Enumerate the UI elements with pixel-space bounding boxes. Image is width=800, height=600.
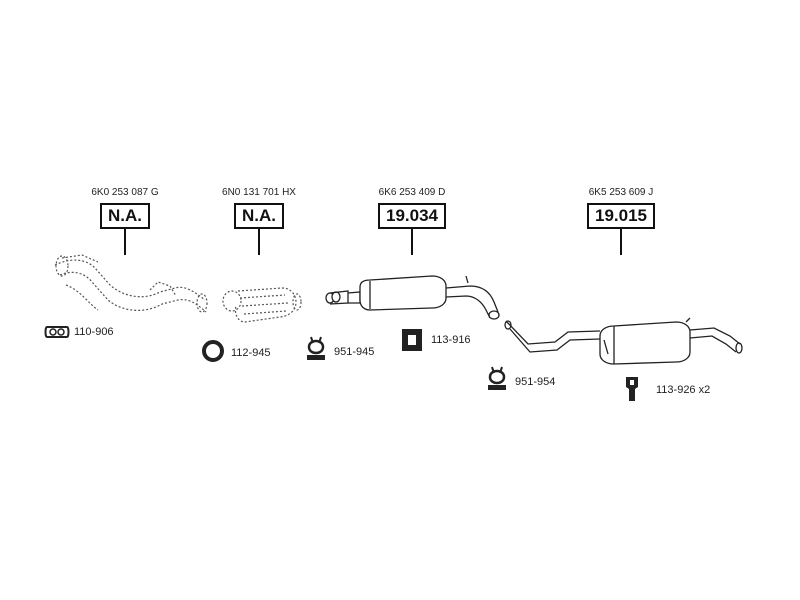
rubber-mount-icon[interactable] xyxy=(399,326,425,354)
oem-number-front-pipe: 6K0 253 087 G xyxy=(91,187,159,198)
leader-line-middle-silencer xyxy=(411,229,413,255)
accessory-code-951-945: 951-945 xyxy=(334,346,375,358)
catalytic-converter-icon[interactable] xyxy=(222,287,302,323)
accessory-code-113-926: 113-926 x2 xyxy=(656,384,711,396)
leader-line-front-pipe xyxy=(124,229,126,255)
clamp-icon[interactable] xyxy=(303,333,329,363)
leader-line-rear-silencer xyxy=(620,229,622,255)
accessory-code-951-954: 951-954 xyxy=(515,376,556,388)
front-pipe-icon[interactable] xyxy=(54,254,208,313)
rear-silencer-icon[interactable] xyxy=(504,317,743,365)
accessory-code-113-916: 113-916 xyxy=(431,334,471,346)
leader-line-catalyst xyxy=(258,229,260,255)
part-ref-box-front-pipe[interactable]: N.A. xyxy=(100,203,150,229)
part-ref-box-rear-silencer[interactable]: 19.015 xyxy=(587,203,655,229)
ring-gasket-icon[interactable] xyxy=(201,339,225,363)
accessory-code-112-945: 112-945 xyxy=(231,347,271,359)
part-ref-box-middle-silencer[interactable]: 19.034 xyxy=(378,203,446,229)
accessory-code-110-906: 110-906 xyxy=(74,326,114,338)
flange-gasket-icon[interactable] xyxy=(44,323,70,341)
part-ref-box-catalyst[interactable]: N.A. xyxy=(234,203,284,229)
oem-number-rear-silencer: 6K5 253 609 J xyxy=(588,187,654,198)
middle-silencer-icon[interactable] xyxy=(325,275,500,320)
hanger-icon[interactable] xyxy=(622,375,642,405)
clamp-icon[interactable] xyxy=(484,363,510,393)
oem-number-middle-silencer: 6K6 253 409 D xyxy=(378,187,446,198)
oem-number-catalyst: 6N0 131 701 HX xyxy=(222,187,296,198)
